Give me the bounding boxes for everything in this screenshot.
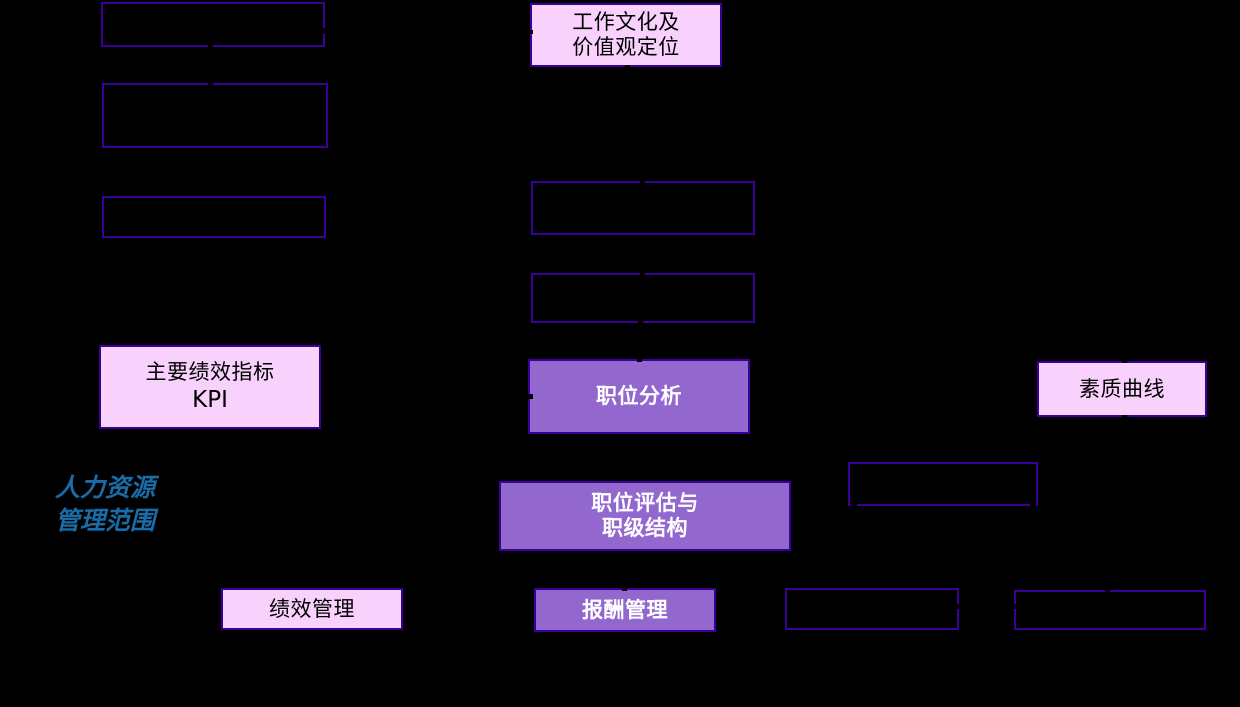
node-label: 职位评估与 职级结构	[591, 491, 699, 540]
caption-hr-management-scope: 人力资源 管理范围	[55, 475, 156, 535]
node-box-performance-management[interactable]: 绩效管理	[221, 588, 403, 630]
node-box-compensation-management[interactable]: 报酬管理	[534, 588, 716, 632]
node-box-empty-3[interactable]	[102, 196, 326, 238]
connector-notch	[625, 65, 630, 70]
connector-notch	[640, 271, 645, 276]
node-label: 主要绩效指标	[145, 360, 275, 385]
connector-notch	[323, 28, 327, 34]
connector-notch	[208, 44, 213, 48]
node-box-empty-4[interactable]	[531, 181, 755, 235]
connector-notch	[1030, 504, 1036, 508]
node-box-work-culture-values[interactable]: 工作文化及 价值观定位	[530, 3, 722, 67]
connector-notch	[638, 321, 643, 326]
connector-notch	[622, 586, 627, 591]
connector-notch	[851, 504, 857, 508]
connector-notch	[208, 81, 213, 86]
node-box-empty-1[interactable]	[101, 2, 325, 47]
node-label: 素质曲线	[1079, 376, 1165, 401]
node-box-empty-5[interactable]	[531, 273, 755, 323]
connector-notch	[1012, 604, 1017, 609]
connector-notch	[641, 570, 646, 575]
node-label: 绩效管理	[269, 596, 355, 621]
node-box-empty-2[interactable]	[102, 83, 328, 148]
node-box-empty-8[interactable]	[1014, 590, 1206, 630]
node-box-key-performance-indicator[interactable]: 主要绩效指标 KPI	[99, 345, 321, 429]
node-label: 报酬管理	[582, 597, 668, 622]
node-box-empty-6[interactable]	[848, 462, 1038, 506]
connector-notch	[640, 179, 645, 184]
connector-notch	[1105, 588, 1110, 592]
connector-notch	[1122, 359, 1127, 363]
node-box-job-analysis[interactable]: 职位分析	[528, 359, 750, 434]
node-label: 工作文化及 价值观定位	[572, 10, 680, 59]
connector-notch	[955, 604, 960, 609]
node-label: 职位分析	[596, 384, 682, 409]
connector-notch	[1122, 415, 1127, 419]
node-box-competency-curve[interactable]: 素质曲线	[1037, 361, 1207, 417]
node-box-job-evaluation-grade-structure[interactable]: 职位评估与 职级结构	[499, 481, 791, 551]
connector-notch	[637, 357, 642, 362]
connector-notch	[528, 30, 533, 34]
node-sublabel-kpi: KPI	[192, 386, 228, 413]
node-box-empty-7[interactable]	[785, 588, 959, 630]
connector-notch	[524, 394, 533, 399]
